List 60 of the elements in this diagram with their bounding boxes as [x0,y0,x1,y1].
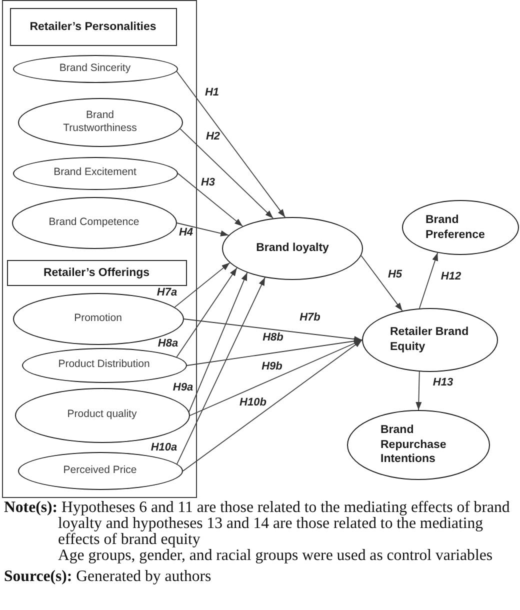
edge-label: H2 [206,132,220,142]
construct-label: Retailer Brand Equity [390,325,470,355]
construct-label: Brand Excitement [54,166,136,180]
edge-label: H9a [172,382,194,394]
note-text: Age groups, gender, and racial groups were used as control variables [57,548,494,564]
construct-label: Brand Competence [48,216,140,230]
section-header-box [10,8,176,46]
edge-label: H10a [150,442,178,454]
construct-ellipse [222,217,363,280]
construct-label: Brand Repurchase Intentions [380,422,448,468]
construct-label: Brand loyalty [256,241,329,256]
construct-ellipse [18,98,182,146]
edge-label: H7a [156,288,178,298]
construct-ellipse [12,196,176,248]
construct-ellipse [347,410,490,480]
section-heading: Retailer’s Personalities [30,20,156,32]
edge-label: H5 [388,270,402,280]
arrow [188,272,248,412]
arrow [176,267,238,358]
arrow [176,222,230,236]
arrow [176,70,286,218]
construct-label: Promotion [74,312,122,326]
arrow [176,277,266,464]
edge-label: H1 [204,88,220,98]
construct-ellipse [12,54,178,82]
arrow [182,340,362,472]
note-text: Note(s): Hypotheses 6 and 11 are those related to the mediating effects of brand loyalty and hypotheses 13 and 14 are those related to the mediating effects of brand equity [3,500,511,548]
construct-label: Perceived Price [63,464,137,478]
construct-label: Brand Preference [426,212,486,242]
edge-label: H12 [440,272,462,282]
arrow [418,252,438,309]
arrow [184,318,362,342]
group-frame [2,0,197,498]
edge-label: H3 [200,178,216,188]
edge-label: H7b [300,312,320,324]
arrow [180,128,274,219]
construct-label: Product Distribution [58,358,150,372]
construct-label: Brand Trustworthiness [62,108,138,136]
edge-label: H4 [178,228,194,238]
construct-label: Product quality [67,408,137,422]
arrow [190,340,362,416]
arrow [174,262,230,308]
construct-ellipse [362,308,498,372]
arrow [360,255,403,312]
construct-ellipse [12,156,178,190]
construct-ellipse [402,200,519,255]
section-header-box [6,260,186,286]
arrow [178,173,244,227]
construct-label: Brand Sincerity [59,62,131,76]
edge-label: H9b [262,362,282,372]
edge-label: H13 [432,378,454,388]
construct-ellipse [22,348,186,382]
arrow [186,338,362,366]
section-heading: Retailer’s Offerings [43,266,150,278]
edge-label: H8a [158,338,178,350]
edge-label: H10b [240,398,266,408]
source-note: Source(s): Generated by authors [3,569,212,585]
edge-label: H8b [262,332,284,344]
arrow [416,371,422,410]
construct-ellipse [18,452,182,490]
